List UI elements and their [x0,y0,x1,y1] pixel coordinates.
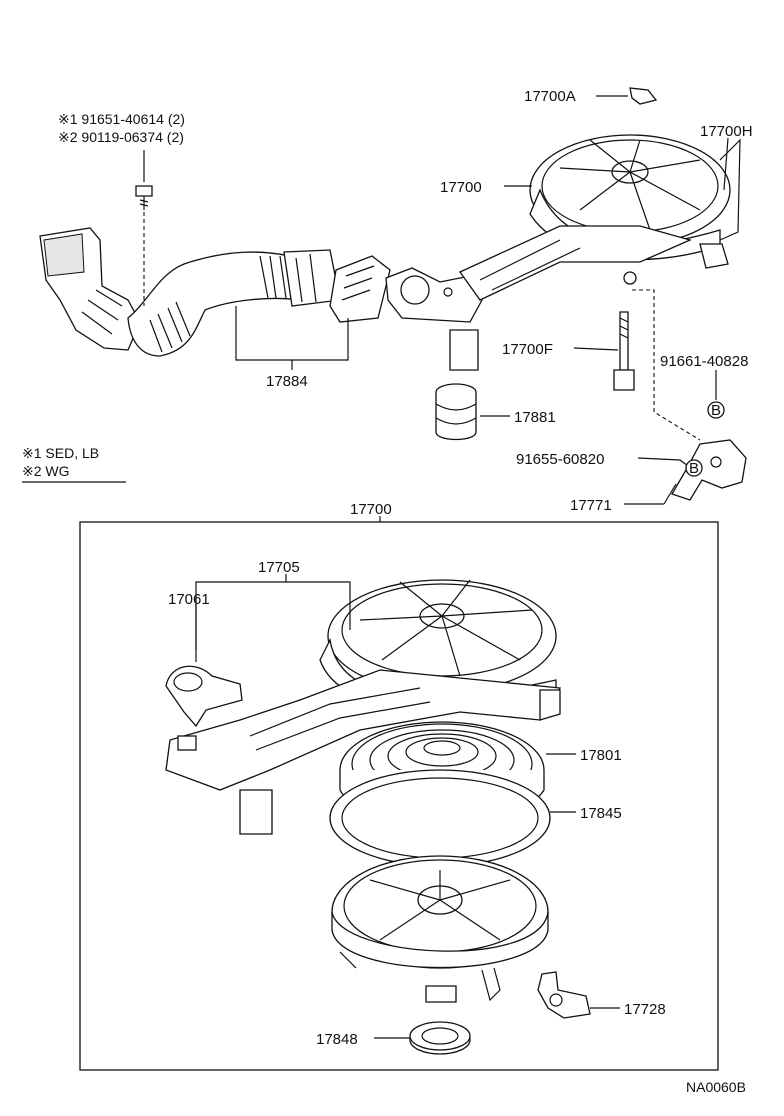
hose-stub [449,329,479,371]
reference-code: NA0060B [686,1079,746,1095]
label-91655-60820: 91655-60820 [516,451,604,468]
label-17848: 17848 [316,1031,358,1048]
bolt-top [135,150,153,210]
label-17884: 17884 [266,373,308,390]
air-intake-hose [127,249,391,357]
label-17845: 17845 [580,805,622,822]
legend-line2: ※2 WG [22,463,70,479]
marker-b2-label: B [689,460,699,477]
label-17700H: 17700H [700,123,753,140]
label-17705: 17705 [258,559,300,576]
note-top-line1: ※1 91651-40614 (2) [58,111,185,127]
note-top-line2: ※2 90119-06374 (2) [58,129,184,145]
marker-b1: B [707,401,725,419]
label-17771: 17771 [570,497,612,514]
label-17728: 17728 [624,1001,666,1018]
guide-dashed-2 [632,289,701,441]
sleeve-17881 [435,383,477,441]
part-17061 [165,665,243,728]
leader-lines-box [195,574,620,1039]
leader-lines-top [235,95,729,505]
legend-line1: ※1 SED, LB [22,445,99,461]
label-91661-40828: 91661-40828 [660,353,748,370]
label-17881: 17881 [514,409,556,426]
bracket-17771 [671,439,747,501]
label-17801: 17801 [580,747,622,764]
marker-b2: B [685,459,703,477]
clamp-bracket [385,267,483,323]
label-17061: 17061 [168,591,210,608]
intake-duct-elbow [39,227,141,351]
label-17700-top: 17700 [440,179,482,196]
exploded-view-frame [79,521,719,1071]
marker-b1-label: B [711,402,721,419]
gasket-17845 [329,769,551,867]
clip-17700A [629,87,658,105]
part-17728 [537,971,591,1019]
stud-17700F [613,311,635,391]
air-cleaner-top [459,134,741,301]
label-17700A: 17700A [524,88,576,105]
housing-17705 [165,579,562,835]
seal-17848 [409,1021,471,1055]
air-cleaner-case [331,855,549,1003]
label-17700F: 17700F [502,341,553,358]
label-17700-box: 17700 [350,501,392,518]
